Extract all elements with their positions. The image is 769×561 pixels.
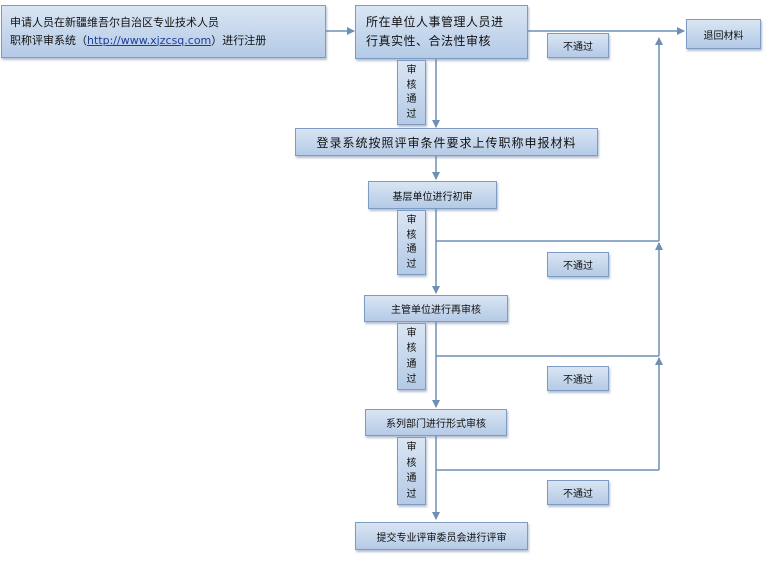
node-upload-label: 登录系统按照评审条件要求上传职称申报材料	[316, 135, 577, 150]
pass-char-2: 核	[406, 229, 417, 241]
pass-char-4: 过	[406, 488, 417, 500]
pass-label-primary: 审 核 通 过	[397, 210, 426, 275]
node-second-review-label: 主管单位进行再审核	[391, 305, 481, 316]
node-unit-review-line2: 行真实性、合法性审核	[366, 34, 492, 48]
node-formal-review-label: 系列部门进行形式审核	[386, 419, 486, 430]
pass-char-3: 通	[406, 473, 417, 485]
pass-char-4: 过	[406, 259, 417, 271]
pass-char-4: 过	[406, 373, 417, 385]
register-site-link[interactable]: http://www.xjzcsq.com	[87, 33, 212, 47]
pass-char-3: 通	[406, 94, 417, 106]
fail-label-primary: 不通过	[547, 252, 609, 277]
pass-char-2: 核	[406, 457, 417, 469]
node-upload: 登录系统按照评审条件要求上传职称申报材料	[295, 128, 598, 156]
fail-label-primary-text: 不通过	[563, 261, 593, 272]
fail-label-unit-review-text: 不通过	[563, 42, 593, 53]
node-primary-review: 基层单位进行初审	[368, 181, 497, 209]
node-unit-review: 所在单位人事管理人员进 行真实性、合法性审核	[355, 5, 528, 59]
node-register-suffix: ）进行注册	[211, 33, 267, 47]
pass-label-second: 审 核 通 过	[397, 323, 426, 390]
node-second-review: 主管单位进行再审核	[364, 295, 508, 322]
node-primary-review-label: 基层单位进行初审	[392, 191, 473, 203]
pass-char-3: 通	[406, 244, 417, 256]
node-formal-review: 系列部门进行形式审核	[365, 409, 507, 436]
node-return-materials-label: 退回材料	[703, 30, 744, 42]
node-register-prefix: 职称评审系统（	[10, 33, 87, 47]
pass-char-2: 核	[406, 343, 417, 355]
pass-char-1: 审	[406, 214, 417, 226]
pass-char-1: 审	[406, 64, 417, 76]
node-register-line1: 申请人员在新疆维吾尔自治区专业技术人员	[10, 15, 219, 29]
pass-char-1: 审	[406, 328, 417, 340]
pass-char-4: 过	[406, 109, 417, 121]
node-register: 申请人员在新疆维吾尔自治区专业技术人员 职称评审系统（http://www.xj…	[1, 5, 326, 58]
fail-label-second-text: 不通过	[563, 375, 593, 386]
pass-char-2: 核	[406, 79, 417, 91]
fail-label-unit-review: 不通过	[547, 33, 609, 58]
pass-label-formal: 审 核 通 过	[397, 437, 426, 505]
node-unit-review-line1: 所在单位人事管理人员进	[366, 15, 504, 29]
fail-label-second: 不通过	[547, 366, 609, 391]
node-return-materials: 退回材料	[686, 19, 761, 49]
pass-char-1: 审	[406, 442, 417, 454]
node-final-review-label: 提交专业评审委员会进行评审	[376, 532, 507, 544]
fail-label-formal-text: 不通过	[563, 489, 593, 500]
pass-label-unit-review: 审 核 通 过	[397, 60, 426, 125]
node-final-review: 提交专业评审委员会进行评审	[355, 522, 528, 550]
fail-label-formal: 不通过	[547, 480, 609, 505]
node-register-line2: 职称评审系统（http://www.xjzcsq.com）进行注册	[10, 32, 266, 50]
pass-char-3: 通	[406, 358, 417, 370]
